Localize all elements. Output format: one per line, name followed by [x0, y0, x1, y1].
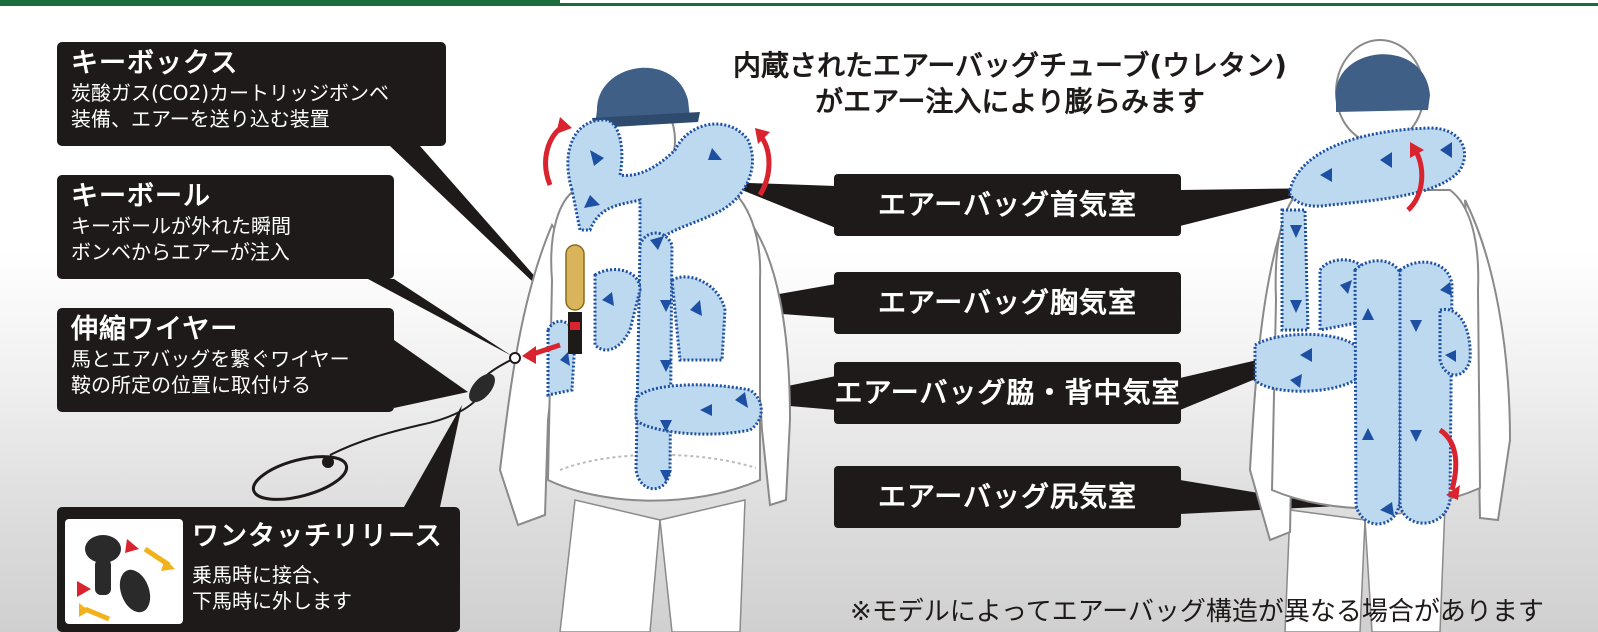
callout-keybox-line1: 炭酸ガス(CO2)カートリッジボンベ — [71, 81, 390, 105]
callout-wire-title: 伸縮ワイヤー — [71, 314, 239, 345]
label-side-back-chamber: エアーバッグ脇・背中気室 — [834, 362, 1181, 424]
callout-keyball: キーボール キーボールが外れた瞬間 ボンベからエアーが注入 — [57, 175, 394, 279]
label-chest-chamber: エアーバッグ胸気室 — [834, 272, 1181, 334]
pointer-keybox — [390, 146, 575, 322]
label-neck-chamber: エアーバッグ首気室 — [834, 174, 1181, 236]
pointer-keyball — [368, 279, 512, 356]
pointer-release — [404, 405, 462, 507]
headline-line2: がエアー注入により膨らみます — [815, 85, 1205, 118]
callout-release-title: ワンタッチリリース — [192, 521, 443, 552]
label-hip-chamber: エアーバッグ尻気室 — [834, 466, 1181, 528]
callout-keyball-title: キーボール — [71, 181, 211, 212]
pointer-neck-front — [722, 182, 836, 228]
callout-release: ワンタッチリリース 乗馬時に接合、 下馬時に外します — [57, 507, 460, 632]
top-accent-bar — [0, 0, 1598, 6]
callout-keybox-title: キーボックス — [71, 48, 239, 79]
top-accent-gap — [560, 0, 1598, 3]
callout-wire-line1: 馬とエアバッグを繋ぐワイヤー — [71, 347, 350, 371]
callout-keybox: キーボックス 炭酸ガス(CO2)カートリッジボンベ 装備、エアーを送り込む装置 — [57, 42, 446, 146]
back-figure — [1248, 39, 1512, 632]
pointer-wire — [394, 340, 468, 408]
callout-release-desc: 乗馬時に接合、 下馬時に外します — [192, 562, 352, 614]
callout-release-line1: 乗馬時に接合、 — [192, 563, 332, 587]
headline-line1: 内蔵されたエアーバッグチューブ(ウレタン) — [733, 49, 1287, 82]
callout-keyball-line1: キーボールが外れた瞬間 — [71, 214, 291, 238]
callout-release-line2: 下馬時に外します — [192, 589, 352, 613]
callout-keybox-line2: 装備、エアーを送り込む装置 — [71, 107, 330, 131]
buckle-icon — [77, 535, 175, 622]
callout-keyball-line2: ボンベからエアーが注入 — [71, 240, 290, 264]
callout-wire-line2: 鞍の所定の位置に取付ける — [71, 373, 311, 397]
one-touch-release-icon — [65, 519, 183, 624]
headline: 内蔵されたエアーバッグチューブ(ウレタン) がエアー注入により膨らみます — [690, 48, 1330, 120]
front-figure — [251, 67, 792, 632]
footnote: ※モデルによってエアーバッグ構造が異なる場合があります — [850, 597, 1544, 627]
callout-wire: 伸縮ワイヤー 馬とエアバッグを繋ぐワイヤー 鞍の所定の位置に取付ける — [57, 308, 394, 412]
